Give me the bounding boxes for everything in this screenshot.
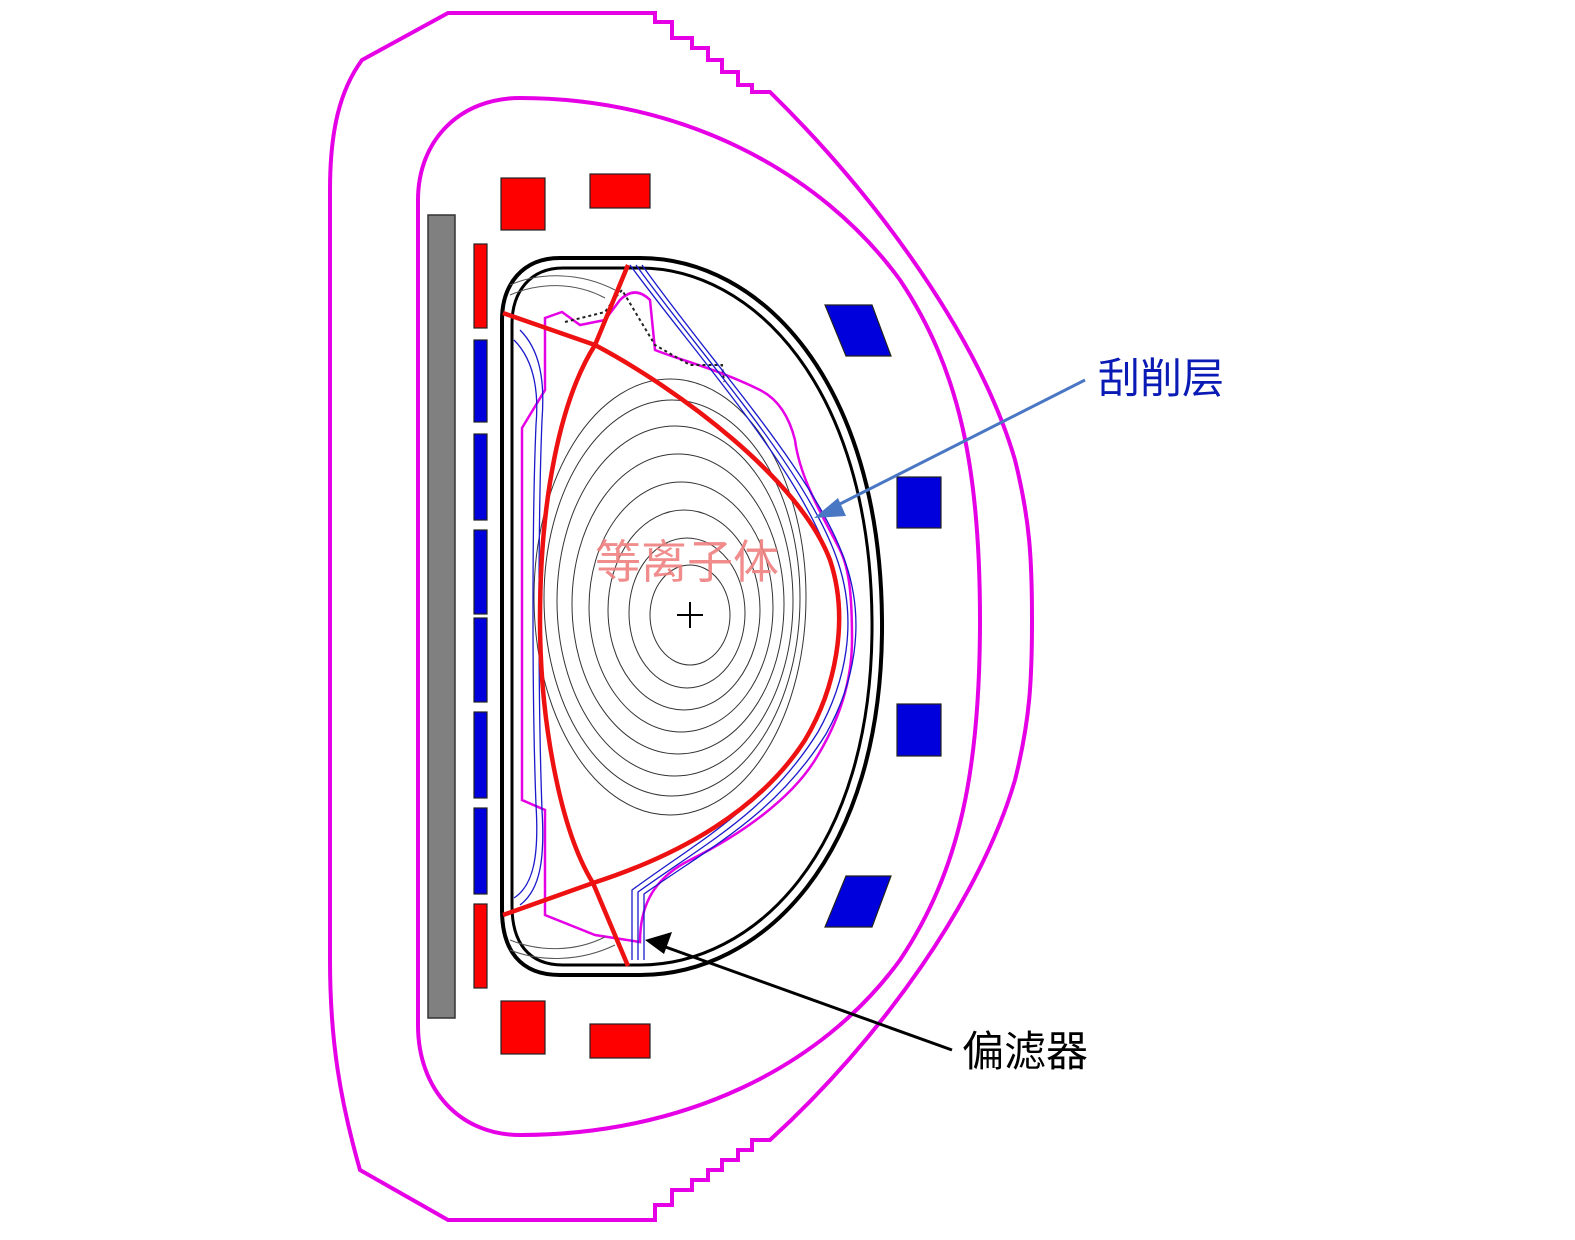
outer-vessel-outline [328, 11, 1035, 1222]
coil-blue-inner-4 [473, 617, 488, 703]
sol-field-lines [513, 264, 857, 960]
coil-red-inner-bottom [473, 903, 488, 989]
sol-arrow [814, 378, 1086, 518]
coil-red-bottom-left [500, 1000, 546, 1055]
coil-red-top-left [500, 177, 546, 231]
magnetic-axis-marker [677, 602, 703, 628]
coil-red-inner-top [473, 243, 488, 329]
separatrix [502, 264, 842, 967]
coil-blue-outer-lower [896, 703, 942, 757]
plasma-label: 等离子体 [595, 535, 779, 589]
first-wall-inner [510, 266, 874, 967]
coil-blue-inner-5 [473, 711, 488, 799]
coil-blue-inner-1 [473, 339, 488, 423]
coil-blue-outer-bottom [824, 875, 892, 928]
coil-blue-outer-top [824, 304, 892, 357]
central-solenoid [427, 214, 456, 1019]
divertor-arrow [645, 932, 953, 1052]
private-flux-arcs [509, 275, 616, 959]
sol-label: 刮削层 [1098, 354, 1224, 403]
coil-blue-inner-3 [473, 529, 488, 615]
top-port-outline [564, 288, 725, 383]
blue-outer-coils [824, 304, 942, 928]
first-wall-outer [500, 256, 885, 977]
coil-blue-inner-6 [473, 807, 488, 895]
inner-vessel-outline [416, 95, 983, 1138]
coil-blue-inner-2 [473, 433, 488, 521]
coil-red-top-right [589, 173, 651, 209]
divertor-label: 偏滤器 [962, 1027, 1088, 1076]
limiter-contour [520, 291, 854, 944]
coil-red-bottom-right [589, 1023, 651, 1059]
flux-surfaces [533, 378, 807, 816]
coil-blue-outer-upper [896, 476, 942, 529]
blue-inner-coils [473, 339, 488, 895]
red-coils [473, 173, 651, 1059]
